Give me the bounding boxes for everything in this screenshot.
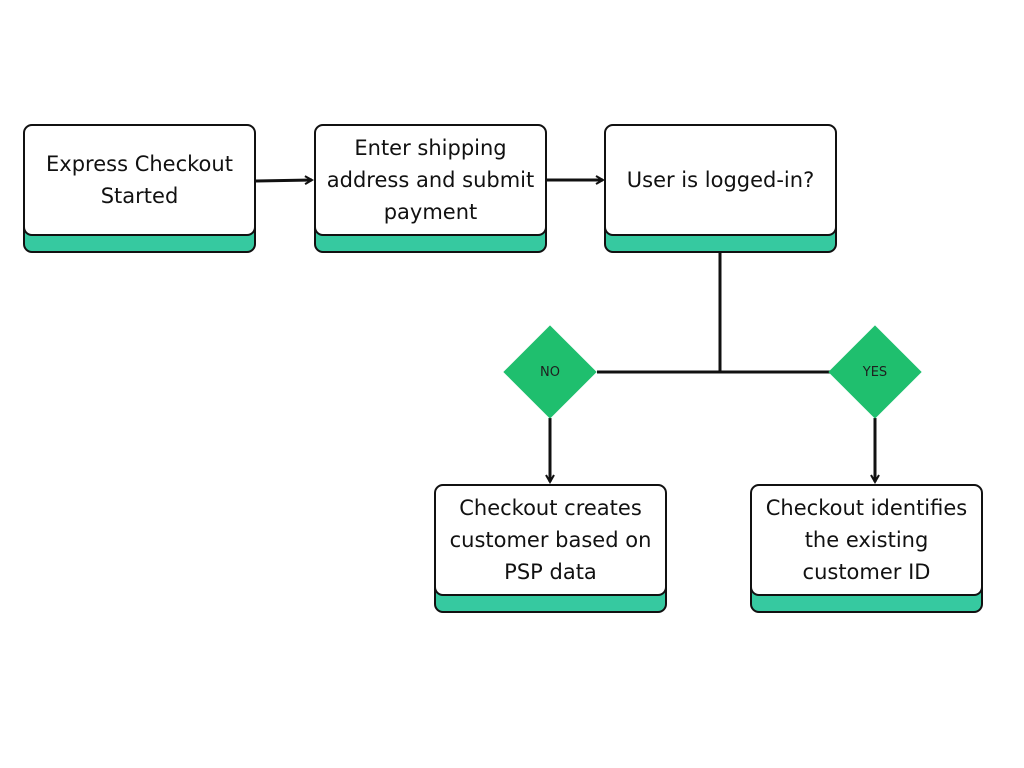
- node-face: Enter shipping address and submit paymen…: [314, 124, 547, 236]
- decision-label: NO: [540, 364, 560, 380]
- node-face: User is logged-in?: [604, 124, 837, 236]
- node-face: Express Checkout Started: [23, 124, 256, 236]
- node-express-checkout-started: Express Checkout Started: [23, 124, 256, 253]
- node-identifies-customer: Checkout identifies the existing custome…: [750, 484, 983, 613]
- node-user-logged-in: User is logged-in?: [604, 124, 837, 253]
- node-face: Checkout creates customer based on PSP d…: [434, 484, 667, 596]
- node-label: User is logged-in?: [626, 168, 815, 192]
- node-enter-shipping-address: Enter shipping address and submit paymen…: [314, 124, 547, 253]
- node-label: Enter shipping address and submit paymen…: [326, 136, 535, 224]
- decision-no: NO: [503, 325, 597, 419]
- node-label: Express Checkout Started: [46, 152, 233, 208]
- decision-label: YES: [862, 364, 888, 380]
- decision-yes: YES: [828, 325, 922, 419]
- node-face: Checkout identifies the existing custome…: [750, 484, 983, 596]
- arrow-start-to-shipping: [255, 180, 312, 181]
- node-label: Checkout creates customer based on PSP d…: [449, 496, 652, 584]
- node-creates-customer: Checkout creates customer based on PSP d…: [434, 484, 667, 613]
- node-label: Checkout identifies the existing custome…: [765, 496, 968, 584]
